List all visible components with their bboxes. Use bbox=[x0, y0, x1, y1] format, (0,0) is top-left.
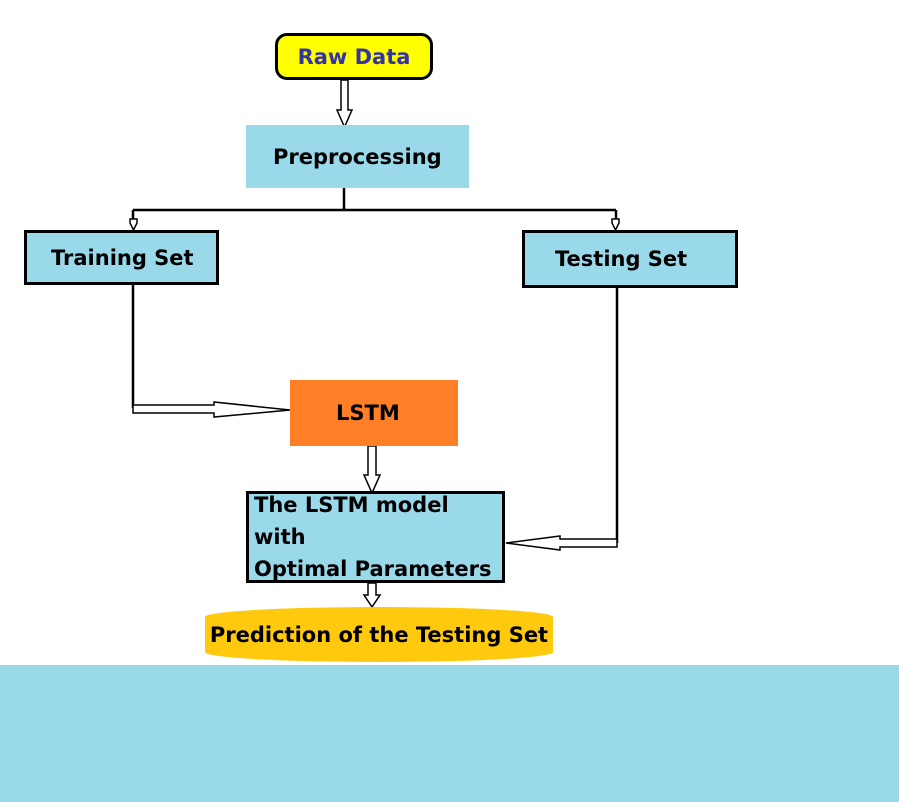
arrow-lstm-to-model bbox=[362, 445, 382, 495]
arrow-raw-to-preprocessing bbox=[335, 79, 354, 129]
connector-preprocessing-split bbox=[131, 188, 618, 220]
lstm-model-label: The LSTM model with Optimal Parameters bbox=[254, 489, 502, 585]
prediction-label: Prediction of the Testing Set bbox=[209, 622, 549, 647]
lstm-model-node: The LSTM model with Optimal Parameters bbox=[246, 491, 505, 583]
arrow-model-to-prediction bbox=[362, 582, 382, 609]
arrow-to-training-set bbox=[129, 218, 138, 232]
training-set-node: Training Set bbox=[24, 230, 219, 285]
raw-data-node: Raw Data bbox=[275, 33, 433, 80]
lstm-label: LSTM bbox=[336, 401, 400, 425]
lstm-node: LSTM bbox=[290, 380, 458, 446]
testing-set-label: Testing Set bbox=[555, 247, 688, 271]
preprocessing-node: Preprocessing bbox=[246, 125, 469, 188]
prediction-node: Prediction of the Testing Set bbox=[205, 607, 553, 662]
arrow-training-to-lstm bbox=[132, 401, 291, 418]
preprocessing-label: Preprocessing bbox=[273, 144, 442, 169]
lstm-model-label-line2: Optimal Parameters bbox=[254, 557, 492, 581]
arrow-testing-to-model bbox=[505, 535, 618, 551]
testing-set-node: Testing Set bbox=[522, 230, 738, 288]
lstm-model-label-line1: The LSTM model with bbox=[254, 493, 449, 549]
raw-data-label: Raw Data bbox=[297, 44, 411, 69]
training-set-label: Training Set bbox=[51, 245, 194, 270]
bottom-background-band bbox=[0, 665, 899, 802]
arrow-to-testing-set bbox=[611, 218, 620, 232]
